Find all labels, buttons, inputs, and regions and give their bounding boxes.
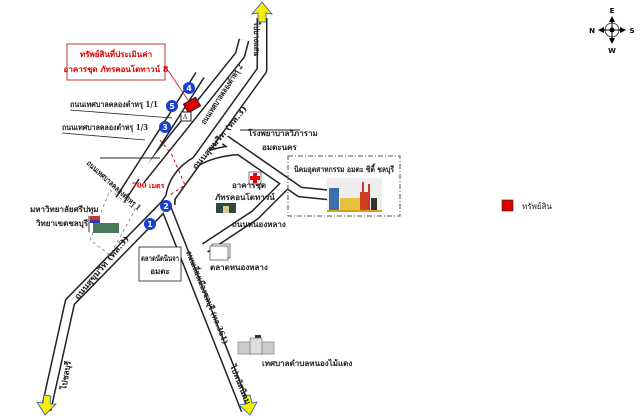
callout-line-2: อาคารชุด ภัทรคอนโดทาวน์ 8 (64, 64, 169, 75)
hospital-label-2: อมตะนคร (262, 142, 297, 152)
condo-label-2: ภัทรคอนโดทาวน์ (215, 192, 275, 202)
university-label-1: มหาวิทยาลัยศรีปทุม (30, 204, 99, 215)
label-soi-1-3: ถนนเทศบาลคลองตำหรุ 1/3 (62, 122, 148, 133)
marker-3: 3 (159, 121, 171, 133)
compass-icon: E N S W (589, 7, 634, 55)
svg-text:5: 5 (169, 102, 175, 111)
marker-4: 4 (183, 82, 195, 94)
svg-text:N: N (589, 27, 595, 35)
hospital-label-1: โรงพยาบาลวิภาราม (247, 128, 318, 138)
svg-text:4: 4 (186, 84, 192, 93)
callout-line-1: ทรัพย์สินที่ประเมินค่า (80, 48, 152, 59)
svg-text:S: S (629, 27, 634, 35)
legend-swatch (501, 199, 514, 212)
ninja-label-1: ตลาดนัดนินจา (141, 253, 179, 263)
label-nong-lang-road: ถนนหนองหลาง (232, 219, 286, 229)
label-sukhumvit-lower: ถนนสุขุมวิท (ทล.3) (72, 233, 132, 302)
svg-text:3: 3 (162, 123, 168, 132)
hospital-cross-icon (248, 171, 262, 185)
market-label: ตลาดหนองหลาง (210, 262, 268, 272)
ninja-label-2: อมตะ (150, 266, 170, 276)
label-direction-top: ไปบางแสน (252, 21, 262, 56)
industrial-label: นิคมอุตสาหกรรม อมตะ ซิตี้ ชลบุรี (294, 163, 395, 175)
university-label-2: วิทยาเขตชลบุรี (35, 218, 88, 229)
label-soi-1-1: ถนนเทศบาลคลองตำหรุ 1/1 (70, 99, 158, 110)
arrow-up-icon (251, 1, 273, 23)
arrow-down-right-icon (238, 394, 258, 416)
municipality-label: เทศบาลตำบลหนองไม้แดง (262, 358, 352, 368)
factory-icon (327, 178, 382, 212)
condo-label-1: อาคารชุด (232, 180, 266, 191)
arrow-down-left-icon (36, 394, 57, 416)
svg-text:W: W (608, 47, 616, 55)
industrial-estate-box (287, 155, 401, 217)
property-callout-box (66, 43, 166, 81)
ninja-market-box (138, 246, 182, 282)
property-marker (182, 96, 202, 114)
condo-building-icon (216, 203, 236, 213)
svg-text:2: 2 (163, 202, 169, 211)
marker-5: 5 (166, 100, 178, 112)
marker-2: 2 (160, 200, 172, 212)
roads (40, 18, 331, 413)
svg-text:E: E (610, 7, 615, 15)
property-tag: A (182, 114, 188, 121)
market-icon (209, 243, 231, 261)
university-building-icon (88, 216, 119, 233)
svg-text:1: 1 (147, 220, 153, 229)
direction-arrows (36, 1, 273, 416)
municipality-building-icon (237, 335, 275, 355)
legend-label: ทรัพย์สิน (522, 201, 552, 211)
marker-1: 1 (144, 218, 156, 230)
distance-label: 700 เมตร (132, 181, 165, 190)
route-markers: 1 2 3 4 5 (144, 82, 195, 230)
